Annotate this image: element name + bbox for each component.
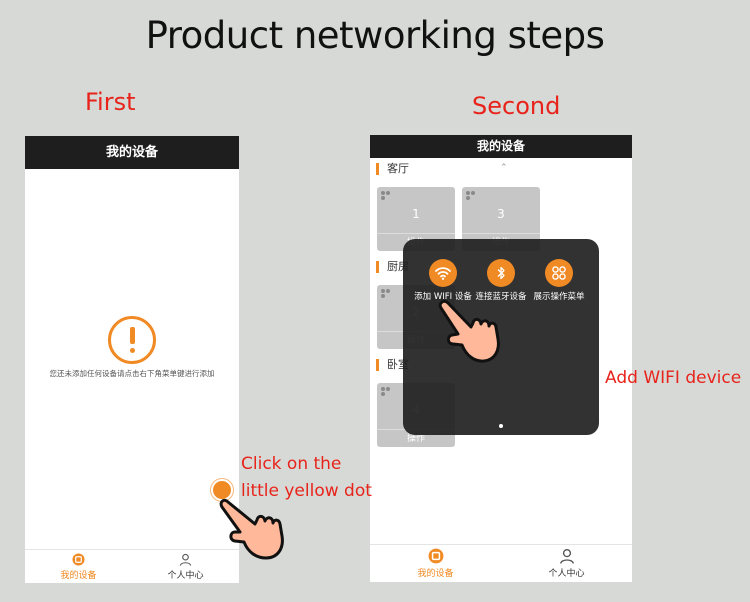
grid-icon (381, 289, 391, 299)
bottom-tab-bar: 我的设备 个人中心 (370, 544, 632, 582)
instruction-add-wifi: Add WIFI device (605, 368, 742, 388)
tab-label: 我的设备 (60, 570, 97, 581)
wifi-icon (435, 267, 451, 280)
grid-icon (381, 191, 391, 201)
phone-header-title: 我的设备 (370, 135, 632, 158)
grid-icon (552, 266, 566, 280)
show-operation-menu-button[interactable]: 展示操作菜单 (526, 259, 592, 302)
menu-label: 展示操作菜单 (533, 292, 585, 302)
grid-icon (381, 387, 391, 397)
instruction-click-dot: Click on the little yellow dot (241, 451, 372, 505)
empty-state-message: 您还未添加任何设备请点击右下角菜单键进行添加 (49, 369, 215, 378)
device-number: 3 (497, 207, 505, 221)
hand-pointer-icon (438, 299, 500, 363)
tab-my-devices[interactable]: 我的设备 (370, 545, 501, 582)
step-label-first: First (85, 88, 136, 116)
phone-screen-first: 我的设备 您还未添加任何设备请点击右下角菜单键进行添加 我的设备 个人中心 (25, 136, 239, 583)
phone-header-title: 我的设备 (25, 136, 239, 169)
tab-personal-center[interactable]: 个人中心 (132, 550, 239, 583)
warning-icon (108, 316, 156, 364)
user-icon (559, 549, 574, 564)
tab-label: 个人中心 (167, 570, 204, 581)
menu-label: 连接蓝牙设备 (475, 292, 527, 302)
tab-label: 个人中心 (548, 569, 585, 579)
tab-label: 我的设备 (417, 569, 454, 579)
device-icon (428, 548, 443, 564)
hand-pointer-icon (219, 498, 284, 560)
menu-label: 添加 WIFI 设备 (414, 292, 472, 302)
step-label-second: Second (472, 92, 561, 120)
user-icon (179, 553, 192, 566)
bluetooth-icon (497, 266, 505, 280)
instruction-line: little yellow dot (241, 481, 372, 501)
grid-icon (466, 191, 476, 201)
chevron-up-icon[interactable]: ⌃ (500, 163, 508, 173)
tab-my-devices[interactable]: 我的设备 (25, 550, 132, 583)
bottom-tab-bar: 我的设备 个人中心 (25, 549, 239, 583)
menu-icon-circle (429, 259, 457, 287)
connect-bluetooth-button[interactable]: 连接蓝牙设备 (468, 259, 534, 302)
menu-icon-circle (487, 259, 515, 287)
page-title: Product networking steps (145, 14, 605, 57)
add-device-menu-overlay: 添加 WIFI 设备 连接蓝牙设备 展示操作菜单 (403, 239, 599, 435)
tab-personal-center[interactable]: 个人中心 (501, 545, 632, 582)
device-number: 1 (412, 207, 420, 221)
page-indicator-dot (499, 424, 503, 428)
add-wifi-device-button[interactable]: 添加 WIFI 设备 (410, 259, 476, 302)
menu-icon-circle (545, 259, 573, 287)
device-icon (72, 552, 85, 566)
room-title-living-room[interactable]: 客厅 (376, 163, 409, 175)
instruction-line: Click on the (241, 454, 342, 474)
